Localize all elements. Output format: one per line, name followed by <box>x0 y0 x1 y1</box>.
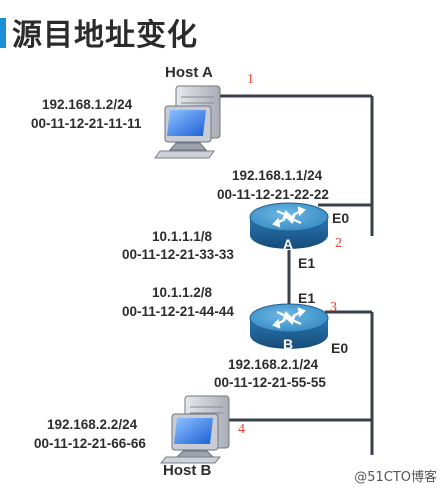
router-a-e0-mac: 00-11-12-21-22-22 <box>217 187 329 202</box>
router-b-e0-mac: 00-11-12-21-55-55 <box>214 375 326 390</box>
page-title: 源目地址变化 <box>12 18 198 53</box>
router-b-e1-ip: 10.1.1.2/8 <box>152 285 213 300</box>
watermark-text: @51CTO博客 <box>354 470 437 485</box>
router-a-icon <box>249 202 329 249</box>
router-a-port-e0: E0 <box>332 210 350 226</box>
host-a-name: Host A <box>165 64 213 81</box>
router-a-e1-mac: 00-11-12-21-33-33 <box>122 247 234 262</box>
host-a-mac: 00-11-12-21-11-11 <box>31 116 142 131</box>
step-number-2: 2 <box>335 236 342 251</box>
router-a-letter: A <box>283 236 294 252</box>
step-number-3: 3 <box>330 300 337 315</box>
router-b-icon <box>249 303 329 349</box>
title-accent-bar <box>0 18 6 48</box>
network-wires <box>205 94 374 455</box>
router-a-e1-ip: 10.1.1.1/8 <box>152 229 213 244</box>
host-b-mac: 00-11-12-21-66-66 <box>34 436 146 451</box>
router-b-letter: B <box>283 336 294 352</box>
router-b-port-e1: E1 <box>298 290 316 306</box>
step-number-4: 4 <box>238 422 245 437</box>
host-b-computer-icon <box>159 395 230 464</box>
host-a-computer-icon <box>154 85 221 159</box>
step-number-1: 1 <box>247 72 254 87</box>
router-a-e0-ip: 192.168.1.1/24 <box>232 168 323 183</box>
host-b-ip: 192.168.2.2/24 <box>47 417 138 432</box>
router-b-port-e0: E0 <box>331 340 349 356</box>
host-b-name: Host B <box>163 462 212 479</box>
host-a-ip: 192.168.1.2/24 <box>42 97 133 112</box>
router-a-port-e1: E1 <box>298 255 316 271</box>
router-b-e0-ip: 192.168.2.1/24 <box>228 357 319 372</box>
router-b-e1-mac: 00-11-12-21-44-44 <box>122 304 234 319</box>
